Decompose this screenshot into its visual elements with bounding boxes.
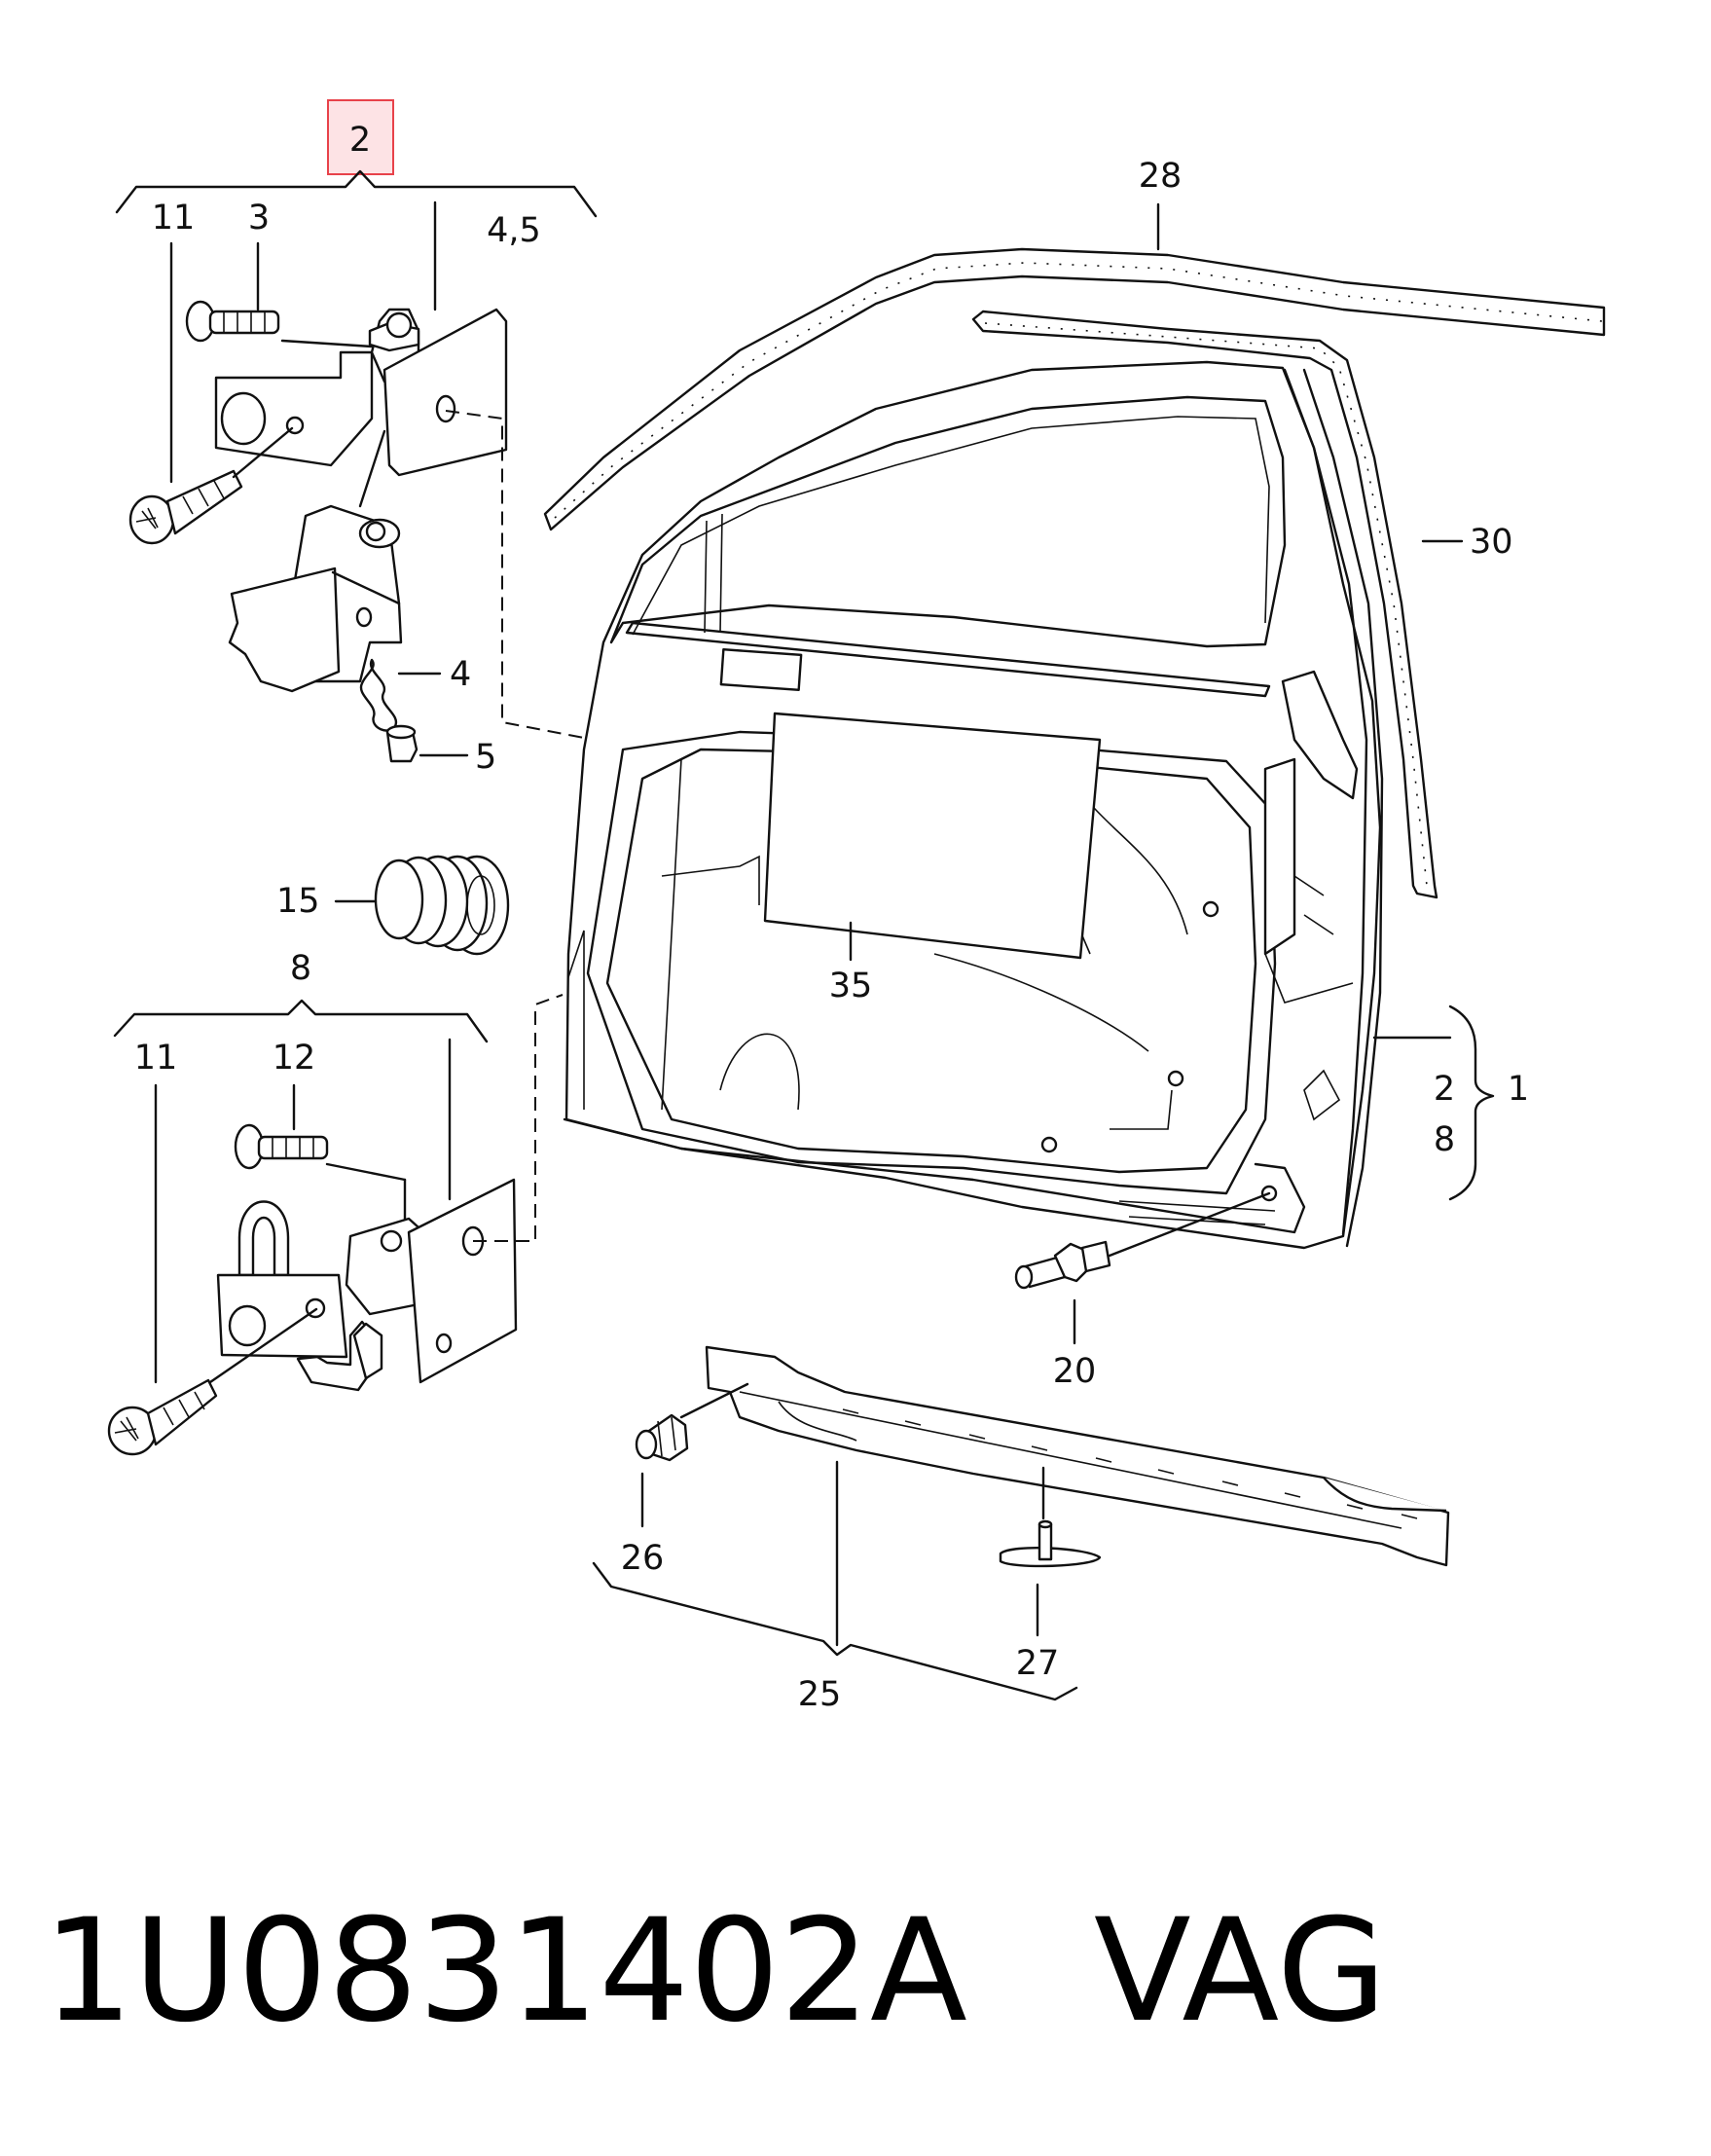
callout-label-1[interactable]: 1 [1508, 1070, 1529, 1109]
callout-label-11-upper[interactable]: 11 [152, 199, 196, 238]
callout-hinge-upper-highlighted[interactable]: 2 [327, 99, 394, 175]
callout-label-2: 2 [349, 121, 371, 160]
lower-hinge-mount-line [473, 994, 564, 1242]
callout-label-27[interactable]: 27 [1016, 1644, 1060, 1683]
callout-label-4-5[interactable]: 4,5 [487, 211, 541, 250]
clip-26[interactable] [635, 1413, 689, 1462]
stud-20[interactable] [1014, 1240, 1111, 1290]
leader-pivot [358, 429, 386, 508]
callout-label-15[interactable]: 15 [276, 882, 320, 921]
callout-label-35[interactable]: 35 [829, 967, 873, 1005]
callout-label-8-lower[interactable]: 8 [290, 949, 311, 988]
callout-label-26[interactable]: 26 [621, 1539, 665, 1578]
upper-hinge-body[interactable] [214, 308, 508, 477]
leader-lower-bolt-to-hinge [208, 1307, 318, 1384]
callout-label-20[interactable]: 20 [1053, 1352, 1097, 1391]
brand-name: VAG [1093, 1888, 1387, 2054]
door-shell[interactable] [563, 360, 1384, 1250]
callout-label-5[interactable]: 5 [475, 738, 496, 777]
leader-bolt-to-hinge [232, 426, 294, 479]
sill-trim-25[interactable] [705, 1345, 1450, 1567]
callout-label-8-brace[interactable]: 8 [1434, 1120, 1455, 1159]
screw-3[interactable] [185, 300, 280, 343]
bolt-11-upper[interactable] [128, 469, 243, 545]
membrane-35[interactable] [763, 712, 1102, 960]
upper-hinge-mount-line [445, 410, 585, 739]
pin-5[interactable] [385, 724, 419, 763]
callout-label-11-lower[interactable]: 11 [134, 1039, 178, 1078]
callout-label-2-brace[interactable]: 2 [1434, 1070, 1455, 1109]
leader-20-to-door [1108, 1191, 1271, 1258]
part-number: 1U0831402A [43, 1888, 967, 2054]
bushing-15[interactable] [374, 855, 510, 956]
callout-label-3[interactable]: 3 [248, 199, 270, 238]
spring-4[interactable] [359, 658, 398, 732]
callout-label-4[interactable]: 4 [450, 655, 471, 694]
seal-30[interactable] [971, 310, 1438, 899]
callout-label-30[interactable]: 30 [1470, 523, 1513, 562]
sill-bracket-25 [592, 1561, 1078, 1701]
upper-hinge-lower-half[interactable] [228, 504, 403, 693]
callout-label-28[interactable]: 28 [1139, 157, 1183, 196]
footer-part-number-line: 1U0831402A VAG [43, 1879, 1387, 2064]
lower-hinge-bracket [113, 999, 489, 1043]
callout-label-25[interactable]: 25 [798, 1675, 842, 1714]
lower-hinge-body[interactable] [216, 1178, 518, 1392]
brace-1 [1448, 1005, 1495, 1201]
bolt-11-lower[interactable] [107, 1378, 218, 1456]
callout-label-12[interactable]: 12 [273, 1039, 316, 1078]
leader-26-to-trim [679, 1382, 749, 1419]
seal-28[interactable] [543, 247, 1606, 531]
upper-hinge-bracket [115, 169, 598, 218]
screw-12[interactable] [234, 1123, 329, 1170]
spacer-27[interactable] [999, 1519, 1102, 1568]
leader-12-to-hinge [325, 1162, 407, 1182]
